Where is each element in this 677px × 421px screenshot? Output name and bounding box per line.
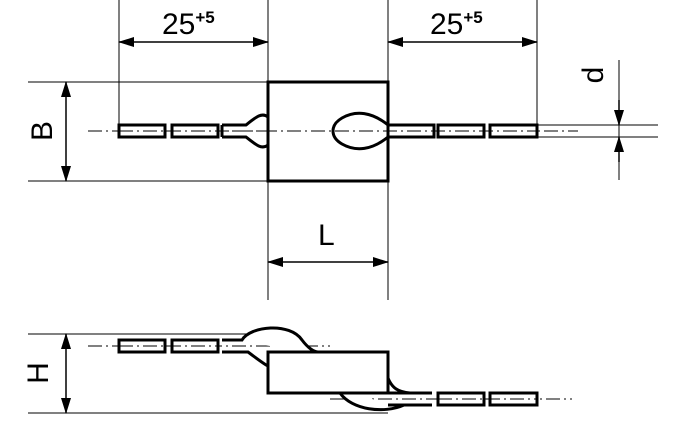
lead-length-right-label: 25+5 <box>430 8 483 41</box>
lead-diameter-label: d <box>577 67 610 84</box>
component-body <box>266 350 390 395</box>
lead-weld-lower <box>338 377 432 412</box>
lead-length-left-label: 25+5 <box>162 8 215 41</box>
height-label: H <box>22 362 55 384</box>
top-view <box>28 0 658 300</box>
side-view <box>28 326 572 414</box>
body-length-label: L <box>318 219 335 252</box>
width-label: B <box>26 121 59 141</box>
